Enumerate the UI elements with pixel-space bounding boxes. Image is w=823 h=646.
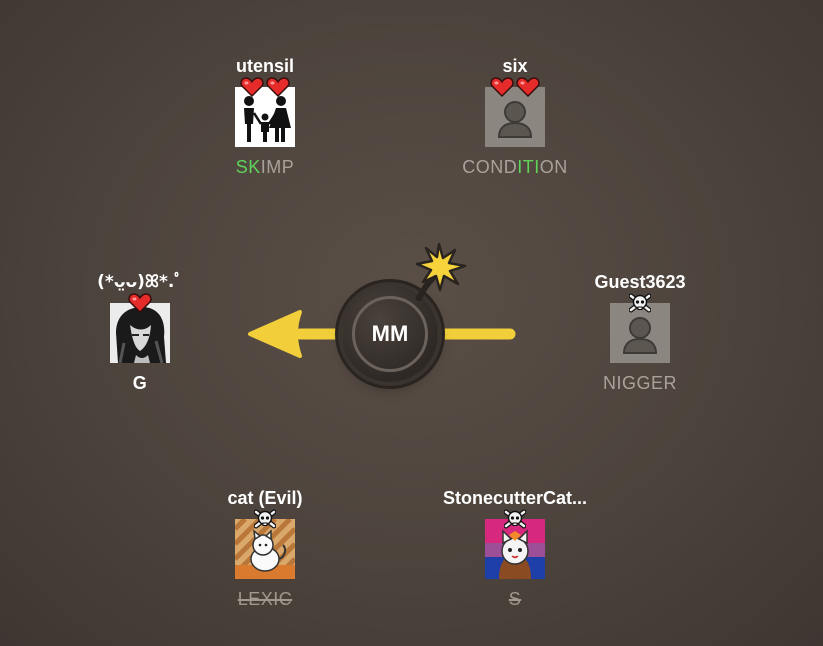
skull-icon <box>254 509 276 529</box>
player-name: Guest3623 <box>594 272 686 292</box>
word-rest: ON <box>539 157 568 177</box>
word-rest: IMP <box>260 157 295 177</box>
lives <box>425 509 605 529</box>
word-highlight: ITI <box>517 157 540 177</box>
white-cat-icon <box>235 519 295 579</box>
heart-icon <box>266 77 290 97</box>
player-utensil: utensil SKIMP <box>175 56 355 177</box>
cat-pride-flag-icon <box>485 519 545 579</box>
heart-icon <box>128 293 152 313</box>
player-name: cat (Evil) <box>227 488 303 508</box>
skull-icon <box>504 509 526 529</box>
family-icon <box>235 87 295 147</box>
default-user-icon <box>610 303 670 363</box>
lives <box>175 509 355 529</box>
player-six: six CONDITION <box>425 56 605 177</box>
bomb-fuse-spark-icon <box>415 242 467 301</box>
word-highlight: SK <box>235 157 261 177</box>
heart-icon <box>516 77 540 97</box>
player-stonecuttercat: StonecutterCat... S <box>425 488 605 609</box>
lives <box>175 77 355 97</box>
player-name: utensil <box>235 56 294 76</box>
default-user-icon <box>485 87 545 147</box>
heart-icon <box>240 77 264 97</box>
player-guest3623: Guest3623 NIGGER <box>550 272 730 393</box>
player-word: NIGGER <box>602 373 677 393</box>
word-rest: COND <box>462 157 518 177</box>
player-word: LEXIC <box>237 589 293 609</box>
player-word: CONDITION <box>425 157 605 177</box>
player-word: S <box>508 589 522 609</box>
player-name: StonecutterCat... <box>442 488 588 508</box>
player-cat-evil: cat (Evil) LEXIC <box>175 488 355 609</box>
player-current: (*ᴗ̤ᴗ)ꕤ*.ﾟ G <box>50 272 230 393</box>
player-word: G <box>132 373 148 393</box>
lives <box>425 77 605 97</box>
bomb: MM <box>342 286 438 382</box>
skull-icon <box>629 293 651 313</box>
player-name: (*ᴗ̤ᴗ)ꕤ*.ﾟ <box>97 272 183 292</box>
player-word: SKIMP <box>175 157 355 177</box>
anime-girl-portrait-icon <box>110 303 170 363</box>
player-name: six <box>502 56 528 76</box>
bomb-syllable: MM <box>371 321 409 346</box>
bomb-ring <box>352 296 428 372</box>
heart-icon <box>490 77 514 97</box>
lives <box>550 293 730 313</box>
lives <box>50 293 230 313</box>
